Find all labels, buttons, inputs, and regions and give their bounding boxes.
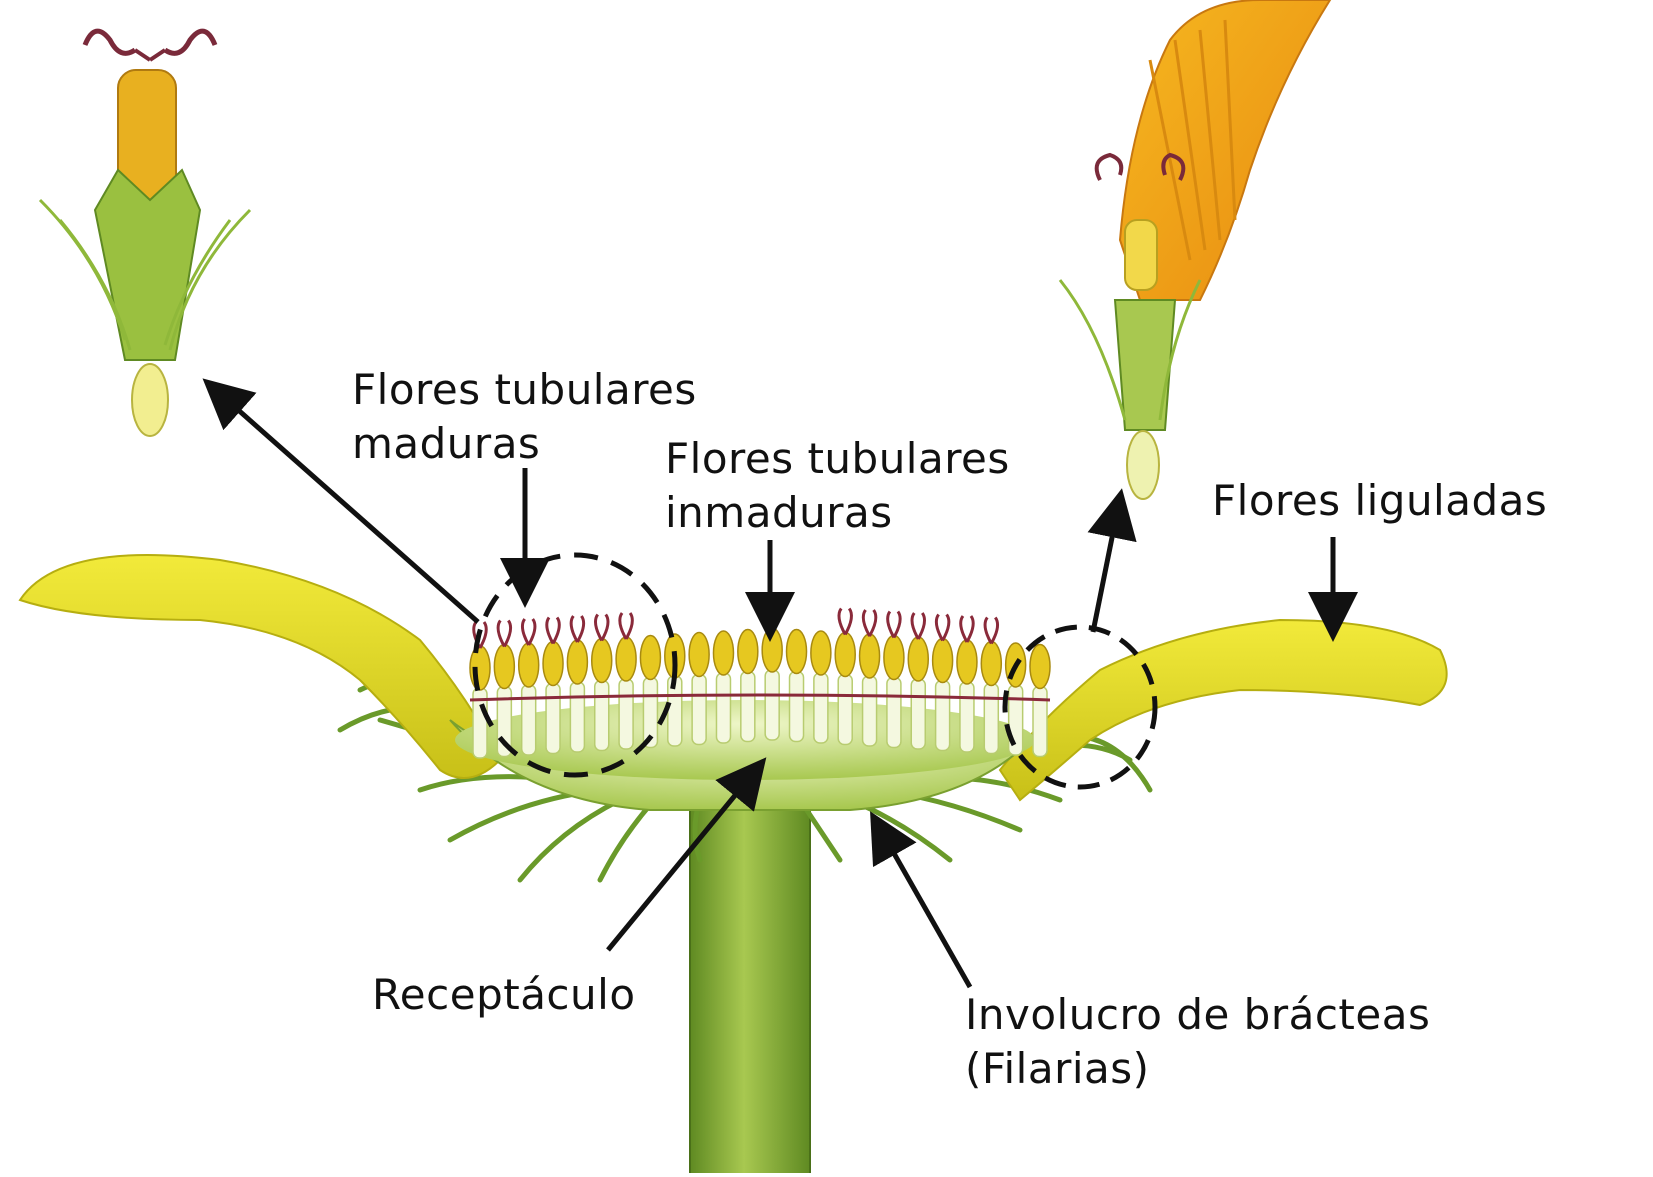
label-line: Receptáculo	[372, 968, 636, 1022]
disc-floret	[787, 630, 807, 742]
disc-floret	[933, 615, 953, 751]
disc-floret	[665, 634, 685, 746]
stem	[690, 800, 810, 1173]
label-line: (Filarias)	[965, 1042, 1430, 1096]
disc-floret	[835, 609, 855, 745]
label-line: Flores tubulares	[665, 432, 1010, 486]
mature-floret-detail	[40, 31, 250, 436]
label-receptacle: Receptáculo	[372, 968, 636, 1022]
disc-floret	[519, 619, 539, 755]
disc-floret	[762, 628, 782, 740]
disc-floret	[640, 636, 660, 748]
disc-floret	[567, 616, 587, 752]
label-immature-tubular-flowers: Flores tubulares inmaduras	[665, 432, 1010, 540]
disc-floret	[592, 615, 612, 751]
label-line: Involucro de brácteas	[965, 988, 1430, 1042]
disc-floret	[738, 630, 758, 742]
right-ligule	[1000, 620, 1447, 800]
label-line: Flores tubulares	[352, 363, 697, 417]
disc-floret	[884, 612, 904, 748]
disc-floret	[811, 631, 831, 743]
disc-floret	[470, 622, 490, 758]
left-ligule	[20, 555, 500, 778]
disc-floret	[908, 613, 928, 749]
label-ligulate-flowers: Flores liguladas	[1212, 474, 1547, 528]
arrow-icon	[1093, 498, 1120, 632]
label-mature-tubular-flowers: Flores tubulares maduras	[352, 363, 697, 471]
disc-floret	[494, 621, 514, 757]
disc-floret	[713, 631, 733, 743]
disc-floret	[981, 618, 1001, 754]
arrow-icon	[875, 820, 970, 987]
disc-floret	[860, 610, 880, 746]
ligulate-floret-detail	[1060, 0, 1330, 499]
label-line: Flores liguladas	[1212, 474, 1547, 528]
disc-floret	[957, 616, 977, 752]
label-involucre-bracts: Involucro de brácteas (Filarias)	[965, 988, 1430, 1096]
label-line: maduras	[352, 417, 697, 471]
disc-floret	[543, 618, 563, 754]
label-line: inmaduras	[665, 486, 1010, 540]
disc-floret	[616, 613, 636, 749]
disc-floret	[689, 633, 709, 745]
